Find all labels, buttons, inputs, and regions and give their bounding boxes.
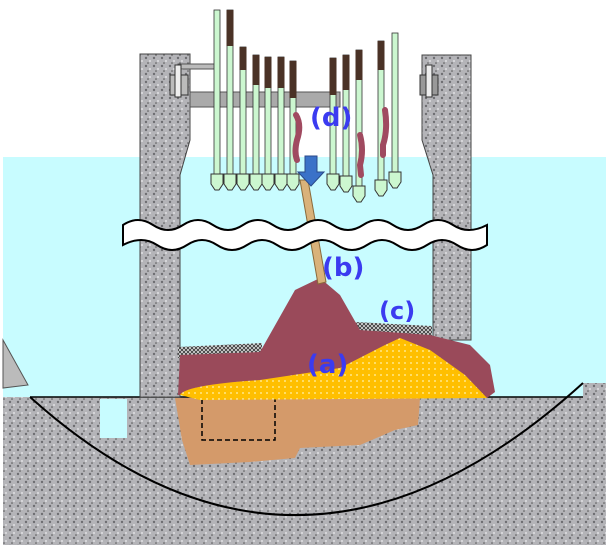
- control-rod: [223, 9, 237, 191]
- down-arrow-icon: [296, 155, 326, 187]
- sump-pit: [100, 399, 127, 438]
- right-clamp: [419, 64, 439, 98]
- corium-drip-3: [380, 107, 390, 158]
- label-a: (a): [307, 350, 348, 380]
- control-rod: [352, 49, 366, 203]
- pedestal-bowl-outline: [29, 382, 584, 517]
- control-rod: [261, 56, 275, 191]
- label-b: (b): [322, 253, 364, 283]
- label-c: (c): [379, 297, 415, 325]
- left-bracket-arm: [177, 63, 219, 70]
- fuel-debris: [180, 338, 487, 400]
- control-rod: [210, 9, 224, 191]
- corium-drip-2: [356, 132, 365, 178]
- left-pedestal-wall: [139, 53, 191, 398]
- corium-drip-1: [292, 112, 303, 163]
- basemat-concrete: [3, 383, 606, 545]
- control-rods: [210, 9, 402, 203]
- control-rod: [388, 32, 402, 189]
- eroded-concrete: [175, 398, 420, 465]
- control-rod: [326, 57, 340, 191]
- control-rod: [339, 54, 353, 193]
- label-d: (d): [310, 103, 352, 133]
- break-band: [122, 219, 488, 251]
- control-rod: [236, 46, 250, 191]
- left-clamp: [169, 64, 189, 98]
- left-slope: [2, 338, 29, 389]
